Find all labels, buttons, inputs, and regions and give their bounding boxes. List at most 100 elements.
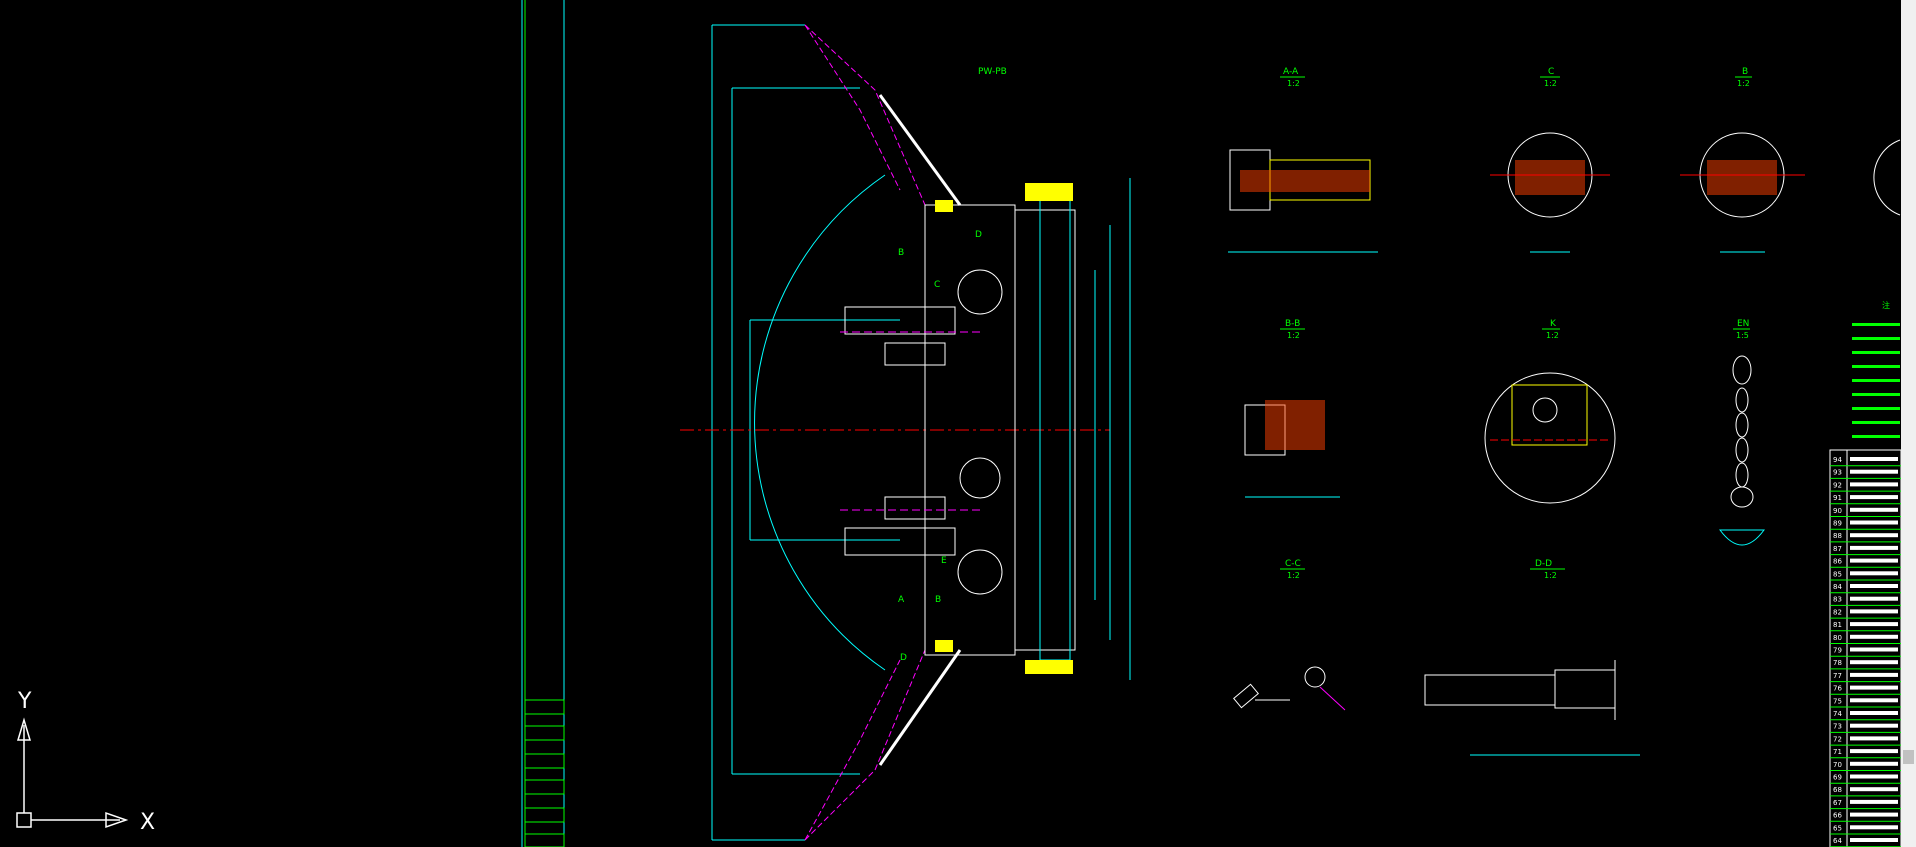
view-c-c-scale: 1:2 [1287, 571, 1300, 580]
bom-row-number: 71 [1833, 748, 1842, 756]
bom-row-description [1850, 596, 1898, 601]
view-b-b-label: B-B [1285, 319, 1300, 329]
view-d-d-scale: 1:2 [1544, 571, 1557, 580]
view-d-d-label: D-D [1535, 559, 1552, 569]
bom-row-description [1850, 647, 1898, 652]
bom-row-description [1850, 838, 1898, 842]
technical-notes [1852, 323, 1900, 438]
bom-row-number: 92 [1833, 481, 1842, 489]
view-en-scale: 1:5 [1736, 331, 1749, 340]
bom-row-number: 81 [1833, 621, 1842, 629]
bom-row-number: 76 [1833, 685, 1842, 693]
view-b-label: B [1742, 67, 1748, 77]
bom-row-number: 83 [1833, 596, 1842, 604]
bom-row-description [1850, 520, 1898, 525]
view-c-label: C [1548, 67, 1554, 77]
main-letter-d-bottom: D [900, 653, 907, 663]
bom-row-number: 85 [1833, 570, 1842, 578]
bom-row-description [1850, 825, 1898, 830]
detail-view-c: C 1:2 [1490, 67, 1610, 253]
scrollbar-thumb[interactable] [1903, 750, 1914, 764]
bom-row-description [1850, 672, 1898, 677]
bom-row-number: 91 [1833, 494, 1842, 502]
bom-row-number: 70 [1833, 761, 1842, 769]
main-letter-a: A [898, 595, 905, 605]
detail-view-k: K 1:2 [1484, 319, 1616, 504]
detail-view-chain: EN 1:5 [1719, 319, 1765, 546]
view-k-label: K [1550, 319, 1557, 329]
bom-row-number: 74 [1833, 710, 1842, 718]
bom-row-number: 79 [1833, 647, 1842, 655]
bom-row-description [1850, 457, 1898, 461]
bom-row-description [1850, 660, 1898, 665]
main-view-label: PW-PB [978, 67, 1007, 77]
bom-row-number: 84 [1833, 583, 1842, 591]
bom-row-description [1850, 469, 1898, 474]
vertical-scrollbar[interactable] [1901, 0, 1916, 847]
bom-row-number: 86 [1833, 558, 1842, 566]
bom-row-description [1850, 558, 1898, 563]
bom-rows: 9493929190898887868584838281807978777675… [1830, 456, 1901, 847]
ucs-y-label: Y [17, 689, 32, 714]
bom-row-description [1850, 545, 1898, 550]
section-view-c-c: C-C 1:2 [1233, 559, 1346, 711]
title-block-cells [524, 699, 565, 847]
bom-row-description [1850, 711, 1898, 715]
ucs-x-label: X [140, 810, 155, 835]
bom-row-description [1850, 685, 1898, 690]
bom-row-description [1850, 761, 1898, 766]
bom-row-number: 80 [1833, 634, 1842, 642]
bom-row-description [1850, 609, 1898, 614]
bom-row-number: 68 [1833, 786, 1842, 794]
bom-row-number: 88 [1833, 532, 1842, 540]
bom-row-number: 89 [1833, 520, 1842, 528]
bom-row-description [1850, 533, 1898, 538]
view-en-label: EN [1737, 319, 1749, 329]
bom-row-number: 67 [1833, 799, 1842, 807]
bom-row-number: 94 [1833, 456, 1842, 464]
bom-row-description [1850, 622, 1898, 627]
view-a-a-scale: 1:2 [1287, 79, 1300, 88]
section-view-d-d: D-D 1:2 [1424, 559, 1640, 756]
bom-row-description [1850, 507, 1898, 512]
main-letter-d-top: D [975, 230, 982, 240]
bom-row-number: 78 [1833, 659, 1842, 667]
bom-row-number: 77 [1833, 672, 1842, 680]
main-letter-b-top: B [898, 248, 904, 258]
bom-row-description [1850, 787, 1898, 792]
bom-row-description [1850, 571, 1898, 576]
view-b-b-scale: 1:2 [1287, 331, 1300, 340]
bom-row-number: 69 [1833, 774, 1842, 782]
bom-row-number: 90 [1833, 507, 1842, 515]
bom-row-number: 72 [1833, 735, 1842, 743]
bom-row-description [1850, 774, 1898, 779]
section-view-b-b: B-B 1:2 [1244, 319, 1340, 498]
ucs-icon [16, 717, 129, 829]
bom-row-number: 66 [1833, 812, 1842, 820]
view-c-scale: 1:2 [1544, 79, 1557, 88]
bom-row-description [1850, 799, 1898, 804]
bom-row-description [1850, 495, 1898, 500]
tech-notes-heading: 注 [1882, 300, 1890, 310]
main-view: PW-PB D C B E A B D [680, 24, 1131, 841]
view-c-c-label: C-C [1285, 559, 1301, 569]
partial-detail-edge: 注 [1873, 139, 1901, 310]
bom-row-number: 65 [1833, 824, 1842, 832]
view-a-a-label: A-A [1283, 67, 1299, 77]
bom-row-number: 75 [1833, 697, 1842, 705]
bom-row-number: 64 [1833, 837, 1842, 845]
main-letter-c: C [934, 280, 940, 290]
bom-row-number: 87 [1833, 545, 1842, 553]
bom-row-description [1850, 736, 1898, 741]
main-letter-b-bottom: B [935, 595, 941, 605]
bom-row-description [1850, 812, 1898, 817]
view-k-scale: 1:2 [1546, 331, 1559, 340]
bom-row-description [1850, 482, 1898, 487]
bom-row-description [1850, 634, 1898, 639]
bom-row-number: 73 [1833, 723, 1842, 731]
view-b-scale: 1:2 [1737, 79, 1750, 88]
bom-row-description [1850, 698, 1898, 703]
main-letter-e: E [941, 556, 947, 566]
bom-row-description [1850, 584, 1898, 588]
